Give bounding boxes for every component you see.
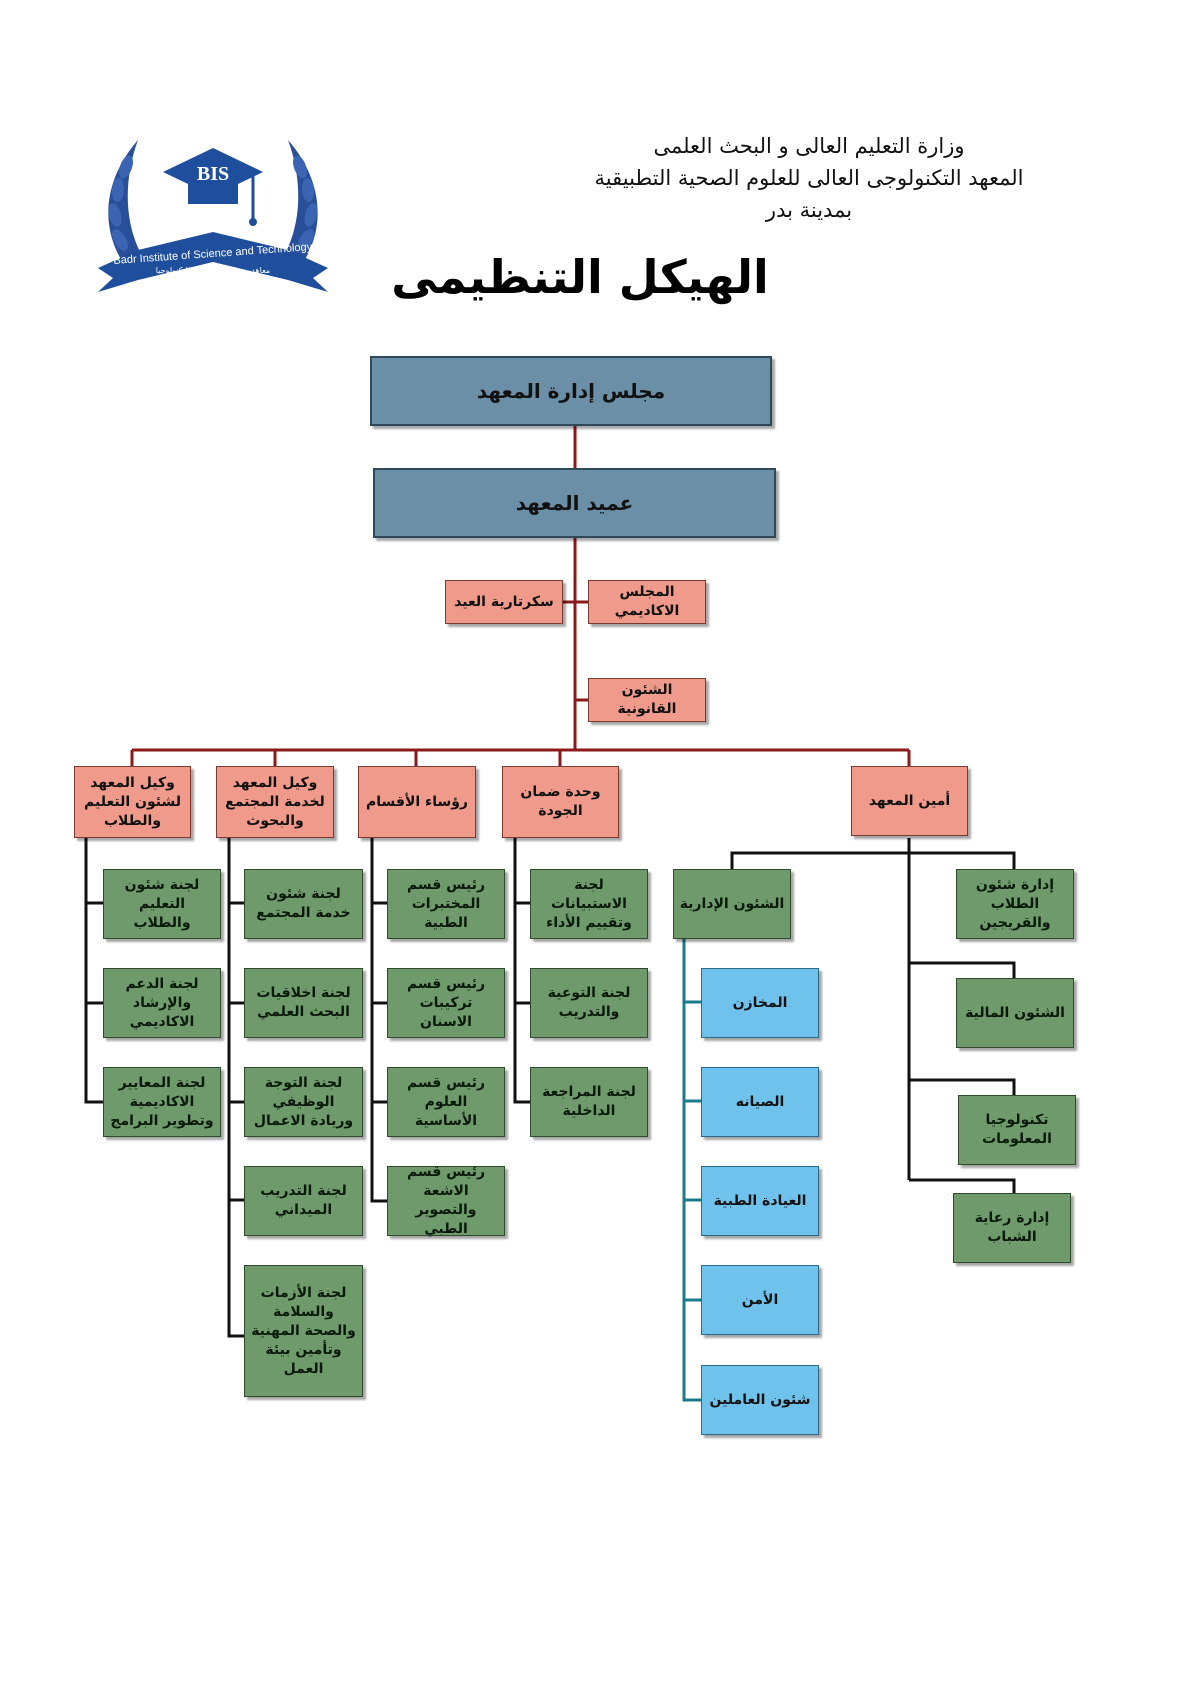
quality-committee-1: لجنة الاستبيانات وتقييم الأداء — [530, 869, 648, 939]
dean-box: عميد المعهد — [373, 468, 776, 538]
logo-abbr: BIS — [197, 163, 229, 185]
vice-dean-education-box: وكيل المعهد لشئون التعليم والطلاب — [74, 766, 191, 838]
education-committee-3: لجنة المعايير الاكاديمية وتطوير البرامج — [103, 1067, 221, 1137]
youth-care-box: إدارة رعاية الشباب — [953, 1193, 1071, 1263]
department-head-2: رئيس قسم تركيبات الاسنان — [387, 968, 505, 1038]
education-committee-1: لجنة شئون التعليم والطلاب — [103, 869, 221, 939]
department-head-3: رئيس قسم العلوم الأساسية — [387, 1067, 505, 1137]
quality-committee-2: لجنة التوعية والتدريب — [530, 968, 648, 1038]
quality-unit-box: وحدة ضمان الجودة — [502, 766, 619, 838]
ministry-line: وزارة التعليم العالى و البحث العلمى — [653, 134, 965, 158]
community-committee-3: لجنة التوجة الوظيفي وريادة الاعمال — [244, 1067, 363, 1137]
institute-line: المعهد التكنولوجى العالى للعلوم الصحية ا… — [594, 166, 1024, 190]
financial-affairs-box: الشئون المالية — [956, 978, 1074, 1048]
education-committee-2: لجنة الدعم والإرشاد الاكاديمي — [103, 968, 221, 1038]
department-head-1: رئيس قسم المختبرات الطبية — [387, 869, 505, 939]
city-line: بمدينة بدر — [765, 198, 853, 222]
vice-dean-community-box: وكيل المعهد لخدمة المجتمع والبحوث — [216, 766, 334, 838]
clinic-box: العيادة الطبية — [701, 1166, 819, 1236]
student-affairs-admin-box: إدارة شئون الطلاب والقريجين — [956, 869, 1074, 939]
dark-connectors — [84, 838, 1016, 1338]
security-box: الأمن — [701, 1265, 819, 1335]
it-box: تكنولوجيا المعلومات — [958, 1095, 1076, 1165]
secretary-general-box: أمين المعهد — [851, 766, 968, 836]
community-committee-5: لجنة الأزمات والسلامة والصحة المهنية وتأ… — [244, 1265, 363, 1397]
laurel-icon — [108, 140, 318, 270]
stores-box: المخازن — [701, 968, 819, 1038]
bis-logo: BIS Badr Institute of Science and Techno… — [98, 140, 328, 292]
quality-committee-3: لجنة المراجعة الداخلية — [530, 1067, 648, 1137]
community-committee-4: لجنة التدريب الميداني — [244, 1166, 363, 1236]
ministry-header: وزارة التعليم العالى و البحث العلمى المع… — [549, 130, 1069, 226]
page-title: الهيكل التنظيمى — [391, 250, 769, 304]
logo-ribbon — [98, 232, 328, 292]
administrative-affairs-box: الشئون الإدارية — [673, 869, 791, 939]
legal-affairs-box: الشئون القانونية — [588, 678, 706, 722]
academic-council-box: المجلس الاكاديمي — [588, 580, 706, 624]
institute-board-box: مجلس إدارة المعهد — [370, 356, 772, 426]
dean-secretariat-box: سكرتارية العيد — [445, 580, 563, 624]
maintenance-box: الصيانه — [701, 1067, 819, 1137]
teal-connectors — [682, 938, 701, 1402]
community-committee-1: لجنة شئون خدمة المجتمع — [244, 869, 363, 939]
red-connectors — [130, 425, 911, 766]
community-committee-2: لجنة اخلاقيات البحث العلمي — [244, 968, 363, 1038]
graduation-cap-icon — [163, 148, 263, 226]
logo-arabic: معاهد بدر العليا للعلوم والتكنولوجيا — [156, 266, 270, 275]
department-heads-box: رؤساء الأقسام — [358, 766, 476, 838]
department-head-4: رئيس قسم الاشعة والتصوير الطبي — [387, 1164, 505, 1237]
staff-affairs-box: شئون العاملين — [701, 1365, 819, 1435]
